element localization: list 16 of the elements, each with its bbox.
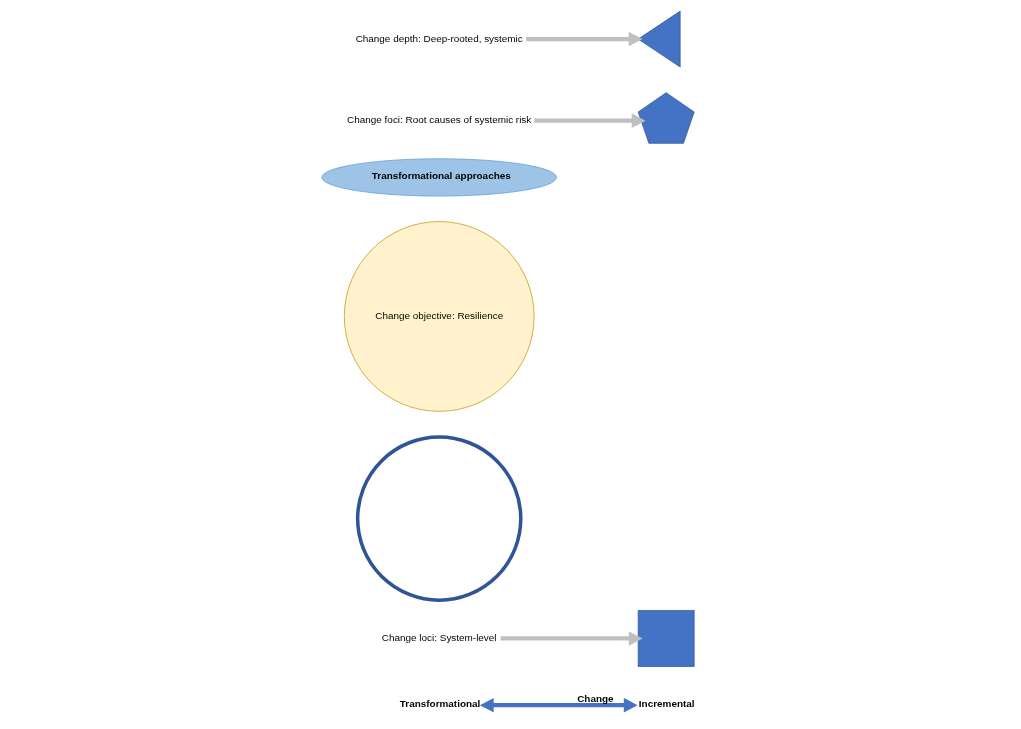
node-text: Change loci: System-level (381, 632, 497, 644)
node-circle: Change objective: Resilience (343, 221, 535, 412)
node-triangle (637, 10, 681, 68)
arrow (479, 697, 638, 713)
arrow (526, 31, 643, 47)
edge-label: Change (577, 692, 614, 704)
node-text: Change foci: Root causes of systemic risk (347, 114, 532, 126)
node-ellipse: Transformational approaches (321, 158, 557, 197)
node-circle (355, 435, 523, 602)
node-text: Transformational (399, 698, 481, 710)
arrow (534, 113, 646, 128)
node-pentagon (637, 92, 695, 144)
node-text: Incremental (638, 698, 695, 710)
arrow (500, 631, 643, 646)
node-text: Change depth: Deep-rooted, systemic (355, 32, 523, 44)
node-box (637, 610, 695, 667)
